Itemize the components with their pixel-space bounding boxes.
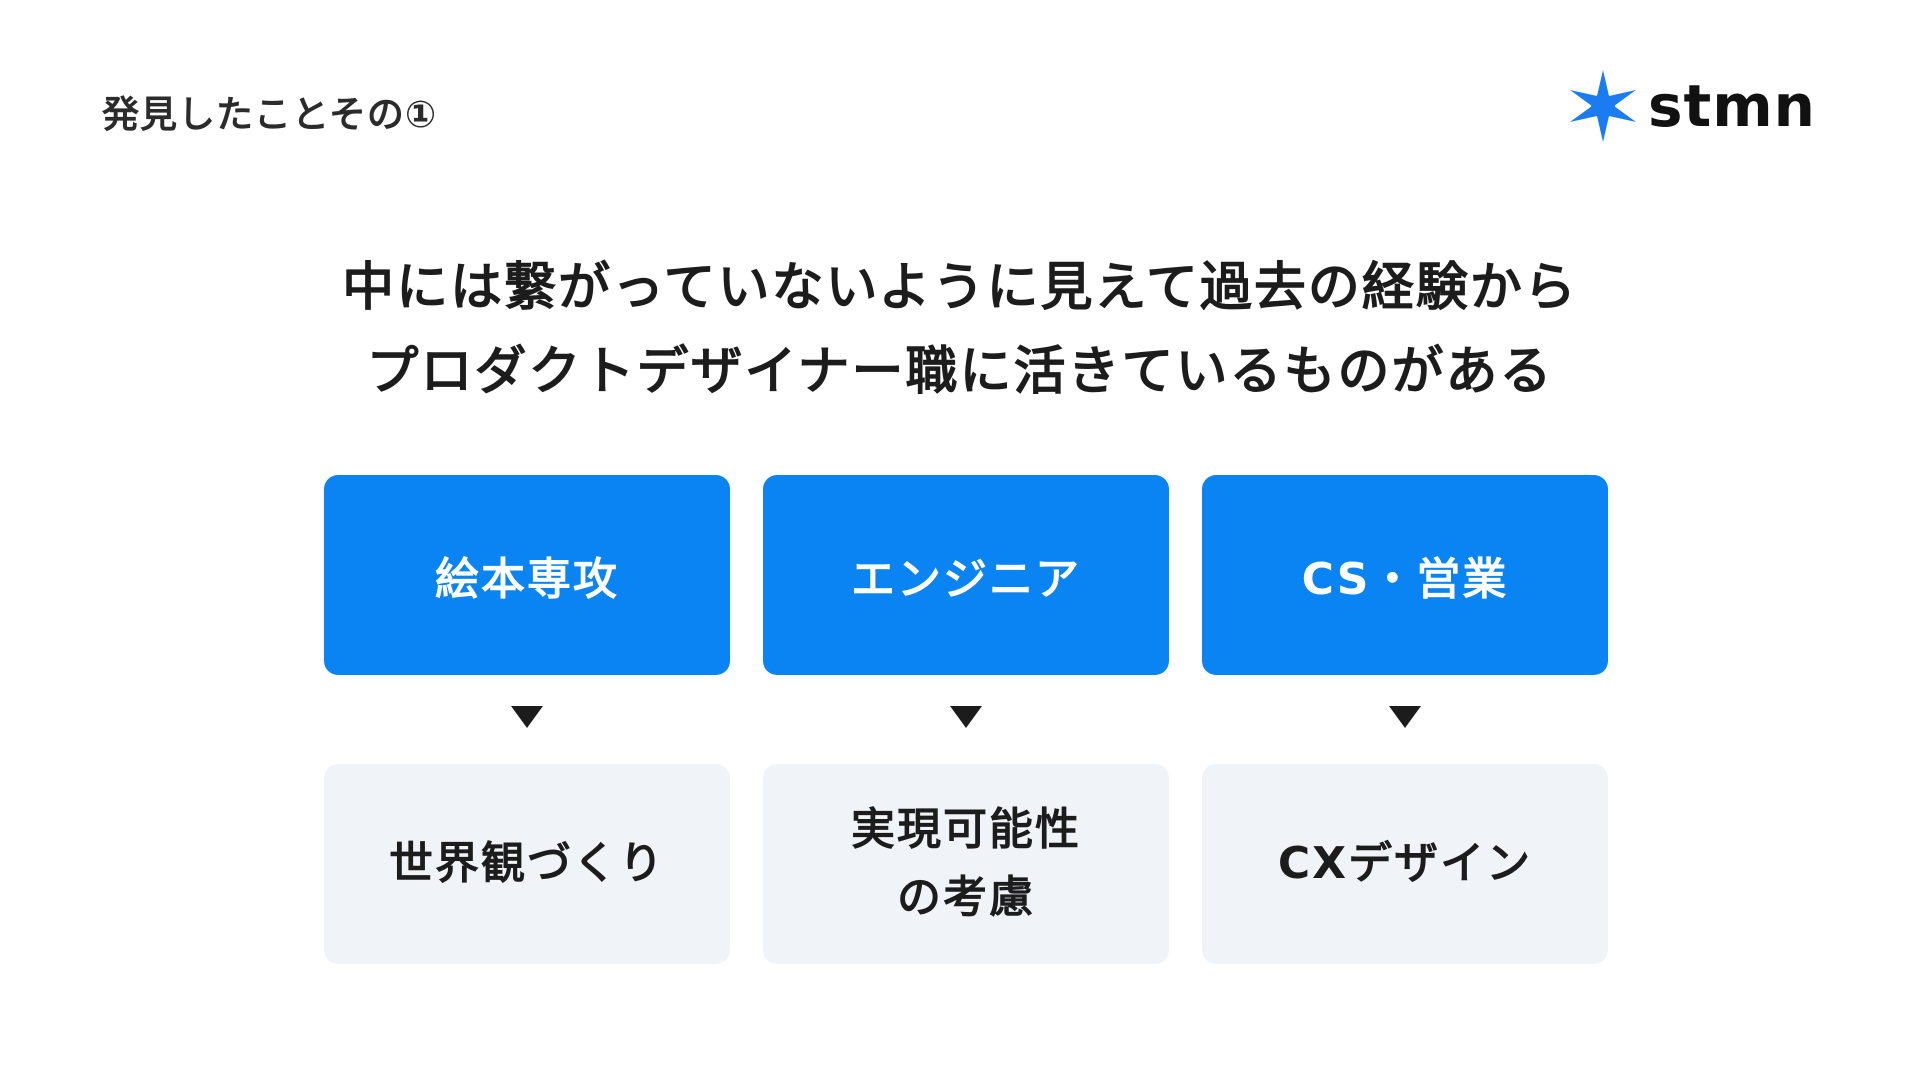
- source-label: 絵本専攻: [435, 554, 619, 605]
- down-arrow-icon: [950, 706, 982, 728]
- experience-column-picture-book: 絵本専攻 世界観づくり: [324, 475, 730, 964]
- source-box: CS・営業: [1202, 475, 1608, 675]
- result-box: 世界観づくり: [324, 764, 730, 964]
- down-arrow-icon: [511, 706, 543, 728]
- star-burst-icon: [1570, 70, 1636, 142]
- source-box: エンジニア: [763, 475, 1169, 675]
- result-label-line-1: 実現可能性: [851, 804, 1081, 855]
- result-label: 世界観づくり: [389, 838, 665, 889]
- company-logo: stmn: [1566, 68, 1816, 144]
- experience-column-engineer: エンジニア 実現可能性 の考慮: [763, 475, 1169, 964]
- result-box: CXデザイン: [1202, 764, 1608, 964]
- slide-label: 発見したことその①: [102, 93, 438, 136]
- headline-line-2: プロダクトデザイナー職に活きているものがある: [366, 342, 1554, 402]
- result-label-line-2: の考慮: [897, 872, 1035, 923]
- headline-line-1: 中には繋がっていないように見えて過去の経験から: [342, 258, 1578, 318]
- down-arrow-icon: [1389, 706, 1421, 728]
- result-label: CXデザイン: [1277, 838, 1533, 889]
- source-box: 絵本専攻: [324, 475, 730, 675]
- logo-text: stmn: [1648, 72, 1816, 140]
- result-box: 実現可能性 の考慮: [763, 764, 1169, 964]
- source-label: エンジニア: [851, 554, 1081, 605]
- experience-column-cs-sales: CS・営業 CXデザイン: [1202, 475, 1608, 964]
- source-label: CS・営業: [1301, 554, 1509, 605]
- headline: 中には繋がっていないように見えて過去の経験から プロダクトデザイナー職に活きてい…: [0, 246, 1920, 414]
